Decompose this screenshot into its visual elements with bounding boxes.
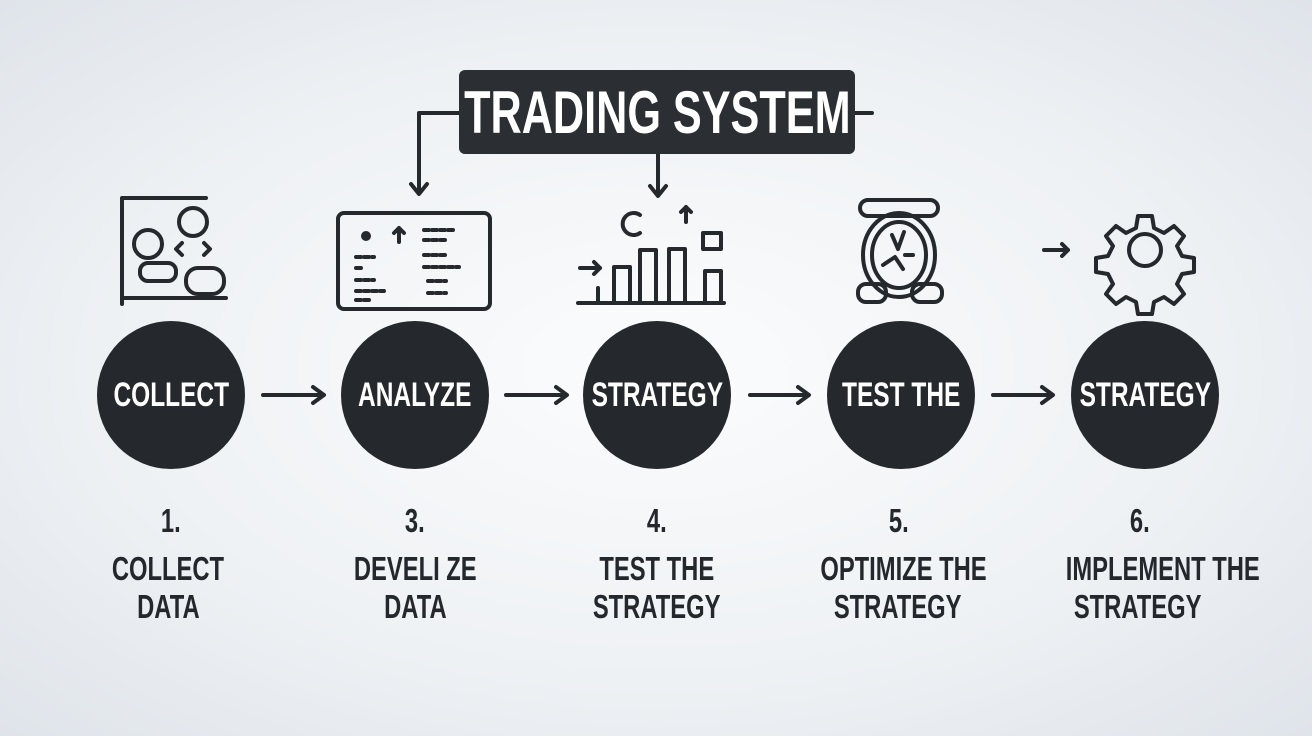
circle-label: ANALYZE xyxy=(358,375,472,414)
data-collection-icon xyxy=(120,196,228,306)
step-number: 4. xyxy=(647,502,667,539)
step-number: 6. xyxy=(1130,502,1150,539)
circle-label: STRATEGY xyxy=(591,375,723,414)
circle-label: STRATEGY xyxy=(1079,375,1211,414)
step-circle-collect: COLLECT xyxy=(97,321,245,469)
clock-icon xyxy=(856,198,944,304)
diagram-title: TRADING SYSTEM xyxy=(463,78,851,146)
step-number: 1. xyxy=(161,502,181,539)
step-circle-analyze: ANALYZE xyxy=(341,321,489,469)
circle-label: TEST THE xyxy=(841,375,961,414)
step-number: 5. xyxy=(889,502,909,539)
step-number: 3. xyxy=(405,502,425,539)
step-circle-strategy: STRATEGY xyxy=(583,321,731,469)
analysis-dashboard-icon xyxy=(336,211,492,311)
title-connectors xyxy=(409,111,874,198)
step-circle-test: TEST THE xyxy=(827,321,975,469)
title-box: TRADING SYSTEM xyxy=(459,70,855,154)
bar-chart-icon xyxy=(576,205,726,305)
flow-arrows xyxy=(261,385,1055,405)
gear-icon xyxy=(1042,214,1196,316)
circle-label: COLLECT xyxy=(113,375,229,414)
step-circle-strategy-final: STRATEGY xyxy=(1071,321,1219,469)
